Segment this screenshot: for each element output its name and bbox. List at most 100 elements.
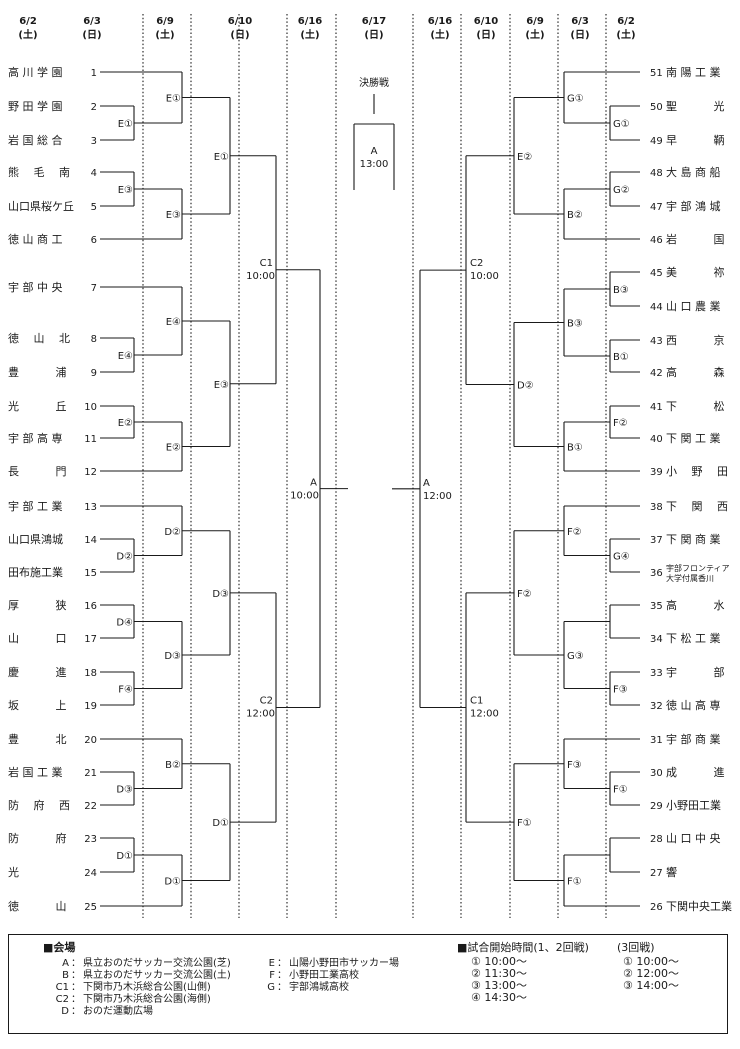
team-name-right: 大 島 商 船 [666,165,721,179]
team-number-left: 24 [84,868,97,879]
team-name-right: 宇 部 [666,665,725,679]
team-number-left: 4 [91,168,97,179]
match-label-r1: E① [118,119,133,130]
header-date: 6/3 [571,16,589,27]
team-name-right: 宇 部 鴻 城 [666,199,721,213]
team-name-right: 早 鞆 [666,133,725,147]
team-number-left: 10 [84,402,97,413]
team-number-left: 11 [84,434,97,445]
match-label-r1: E④ [118,351,133,362]
team-name-right: 下 関 商 業 [666,532,721,546]
venue-code: G [267,982,275,993]
team-name-right: 美 祢 [666,266,725,279]
venue-name: 山陽小野田市サッカー場 [289,958,399,969]
team-name-left: 豊 浦 [8,366,67,379]
match-label-r3: F① [517,818,532,829]
team-name-left: 慶 進 [8,665,67,679]
start-time-r12: ③ 13:00～ [471,979,528,992]
team-number-right: 43 [650,336,663,347]
venue-row-d: D：おのだ運動広場 [43,1005,153,1018]
column-dividers [142,14,607,918]
match-time-r4: 10:00 [246,271,275,282]
team-name-right: 岩 国 [666,232,725,246]
match-label-r2: B② [165,760,181,771]
venue-name: 下関市乃木浜総合公園(海側) [83,994,211,1005]
venue-code: C2 [55,994,69,1005]
team-name-left: 宇 部 工 業 [8,499,63,513]
team-number-left: 21 [84,768,97,779]
match-label-r2: D③ [164,651,181,662]
venue-separator: ： [71,958,81,969]
match-label-r2: D② [164,527,181,538]
match-label-r3: E① [214,152,229,163]
team-name-left: 高 川 学 園 [8,65,63,79]
team-name-left: 徳 山 北 [8,332,70,345]
third-round-times-title: (3回戦) [617,941,655,954]
team-number-left: 15 [84,568,97,579]
venue-separator: ： [277,982,287,993]
team-number-left: 14 [84,535,97,546]
team-name-right: 宇 部 商 業 [666,732,721,746]
venue-separator: ： [277,958,287,969]
team-number-left: 7 [91,283,97,294]
team-name-right: 西 京 [666,333,725,347]
date-headers: 6/2(土)6/3(日)6/9(土)6/10(日)6/16(土)6/17(日)6… [18,16,635,41]
team-name-right: 山 口 中 央 [666,832,721,845]
venue-code: B [62,970,69,981]
header-day: (土) [616,28,635,41]
team-number-right: 46 [650,235,663,246]
team-number-right: 40 [650,434,663,445]
header-day: (土) [18,28,37,41]
match-label-r1: F④ [118,685,133,696]
match-label-r1: B① [613,352,629,363]
venue-code: F [269,970,275,981]
venue-name: 小野田工業高校 [289,970,359,981]
start-time-r3: ③ 14:00～ [623,979,680,992]
header-day: (日) [230,29,249,41]
venue-row-b: B：県立おのだサッカー交流公園(土) [43,969,231,982]
venue-row-c1: C1：下関市乃木浜総合公園(山側) [43,981,211,994]
match-label-r2: E② [166,443,181,454]
venue-name: 県立おのだサッカー交流公園(芝) [83,958,231,969]
header-date: 6/2 [19,16,37,27]
venue-name: 県立おのだサッカー交流公園(土) [83,970,231,981]
team-name-right: 宇部フロンティア [666,563,730,573]
team-name-right: 徳 山 高 専 [666,698,721,712]
team-name-left: 宇 部 高 専 [8,431,63,445]
team-name-left: 厚 狭 [8,599,67,612]
match-label-r1: G① [613,119,630,130]
team-number-right: 29 [650,801,663,812]
final-venue: A [371,146,378,157]
venue-code: C1 [55,982,69,993]
start-time-r12: ② 11:30～ [471,967,528,980]
match-label-r1: D③ [116,785,133,796]
header-day: (日) [82,29,101,41]
team-number-left: 19 [84,701,97,712]
match-venue-r4: C1 [470,696,483,707]
team-number-right: 45 [650,268,663,279]
team-number-right: 27 [650,868,663,879]
start-time-r3: ① 10:00～ [623,955,680,968]
team-name-right: 小 野 田 [666,465,728,478]
team-name-right: 下 関 工 業 [666,432,721,445]
match-label-r1: B③ [613,285,629,296]
team-number-right: 35 [650,601,663,612]
header-day: (土) [155,28,174,41]
header-date: 6/2 [617,16,635,27]
match-label-r3: D③ [212,589,229,600]
venue-row-a: A：県立おのだサッカー交流公園(芝) [43,957,231,970]
venue-separator: ： [71,982,81,993]
team-name-left: 岩 国 総 合 [8,133,63,147]
match-time-r4: 12:00 [470,709,499,720]
header-date: 6/16 [298,16,323,27]
bracket-lines [100,71,640,907]
team-name-left: 徳 山 商 工 [8,232,63,246]
team-number-left: 9 [91,368,97,379]
team-number-right: 48 [650,168,663,179]
team-name-left: 野 田 学 園 [8,99,63,113]
team-number-left: 23 [84,834,97,845]
match-label-r2: G① [567,94,584,105]
team-number-right: 26 [650,902,663,913]
team-number-left: 17 [84,634,97,645]
team-number-left: 12 [84,467,97,478]
